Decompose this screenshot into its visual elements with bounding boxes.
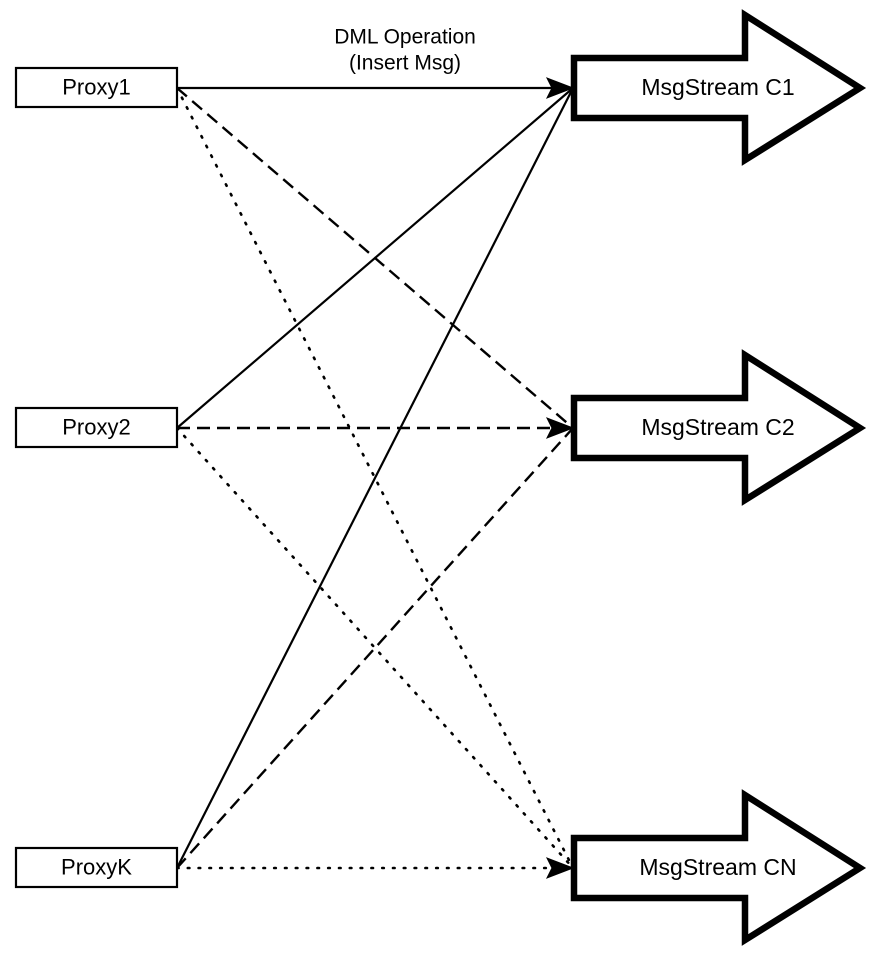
stream-cn[interactable]: MsgStream CN — [570, 789, 867, 946]
edge-proxyk-c1 — [176, 87, 574, 869]
proxy-label-proxy1: Proxy1 — [62, 74, 130, 99]
proxy-label-proxy2: Proxy2 — [62, 414, 130, 439]
edge-caption: DML Operation (Insert Msg) — [334, 26, 476, 75]
proxy-label-proxyk: ProxyK — [61, 854, 132, 879]
arrowhead-head-cn — [545, 857, 575, 879]
stream-arrow-shape-c1 — [570, 9, 867, 166]
proxy-box-proxy2 — [14, 406, 179, 449]
proxy-box-proxyk — [14, 846, 179, 889]
proxy-node-proxyk[interactable]: ProxyK — [14, 846, 179, 889]
stream-arrow-shape-cn — [570, 789, 867, 946]
edge-proxy2-cn — [175, 426, 575, 870]
edge-caption-line2: (Insert Msg) — [349, 52, 461, 75]
stream-c1[interactable]: MsgStream C1 — [570, 9, 867, 166]
edge-caption-line1: DML Operation — [334, 26, 476, 49]
streams-layer: MsgStream C1 MsgStream C2 MsgStream CN — [570, 9, 867, 946]
proxy-box-proxy1 — [14, 66, 179, 109]
arrowhead-head-c2 — [545, 417, 575, 439]
stream-label-c2: MsgStream C2 — [641, 414, 794, 440]
stream-arrow-shape-c2 — [570, 349, 867, 506]
edge-proxy2-c1 — [176, 87, 574, 429]
stream-c2[interactable]: MsgStream C2 — [570, 349, 867, 506]
arrowhead-head-c1 — [545, 77, 575, 99]
stream-label-cn: MsgStream CN — [639, 854, 796, 880]
proxy-node-proxy2[interactable]: Proxy2 — [14, 406, 179, 449]
stream-label-c1: MsgStream C1 — [641, 74, 794, 100]
edges-layer — [175, 86, 575, 870]
arrowheads-layer — [545, 77, 575, 879]
proxy-node-proxy1[interactable]: Proxy1 — [14, 66, 179, 109]
